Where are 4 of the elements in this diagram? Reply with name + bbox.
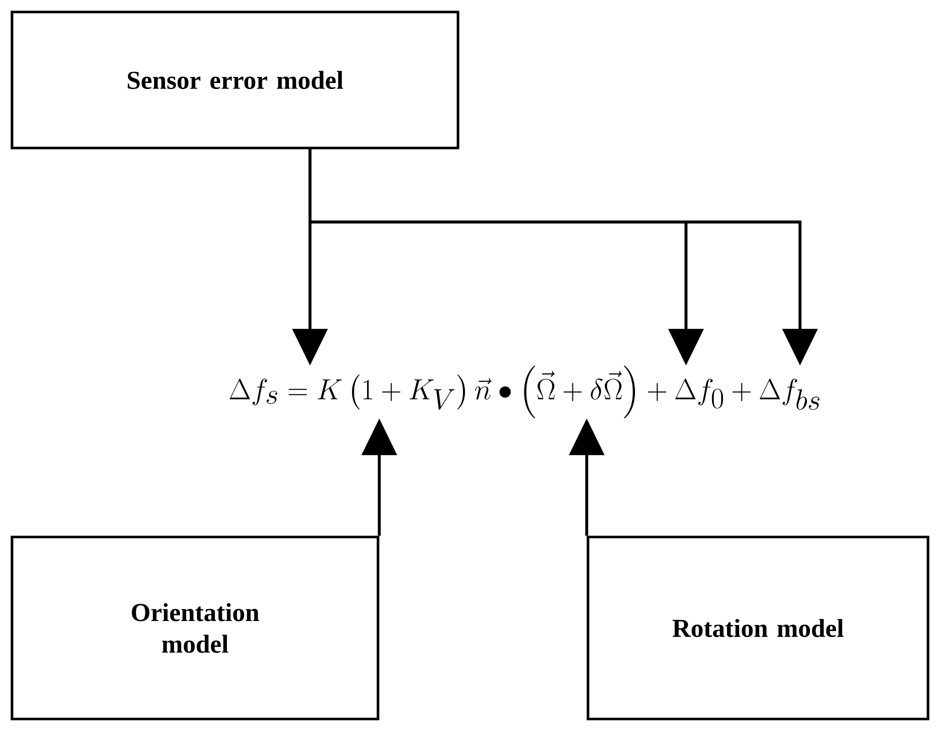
process-box: Sensor error model <box>10 10 460 150</box>
process-box: Rotation model <box>586 536 930 720</box>
formula: $\Delta f_s = K\left(1+K_V\right)\vec{n}\bullet\left(\vec{\Omega}+\delta\vec{\Omega}\right)+\Delta f_0+\Delta f_{bs}$ <box>230 366 820 418</box>
process-box: Orientation model <box>10 536 380 720</box>
